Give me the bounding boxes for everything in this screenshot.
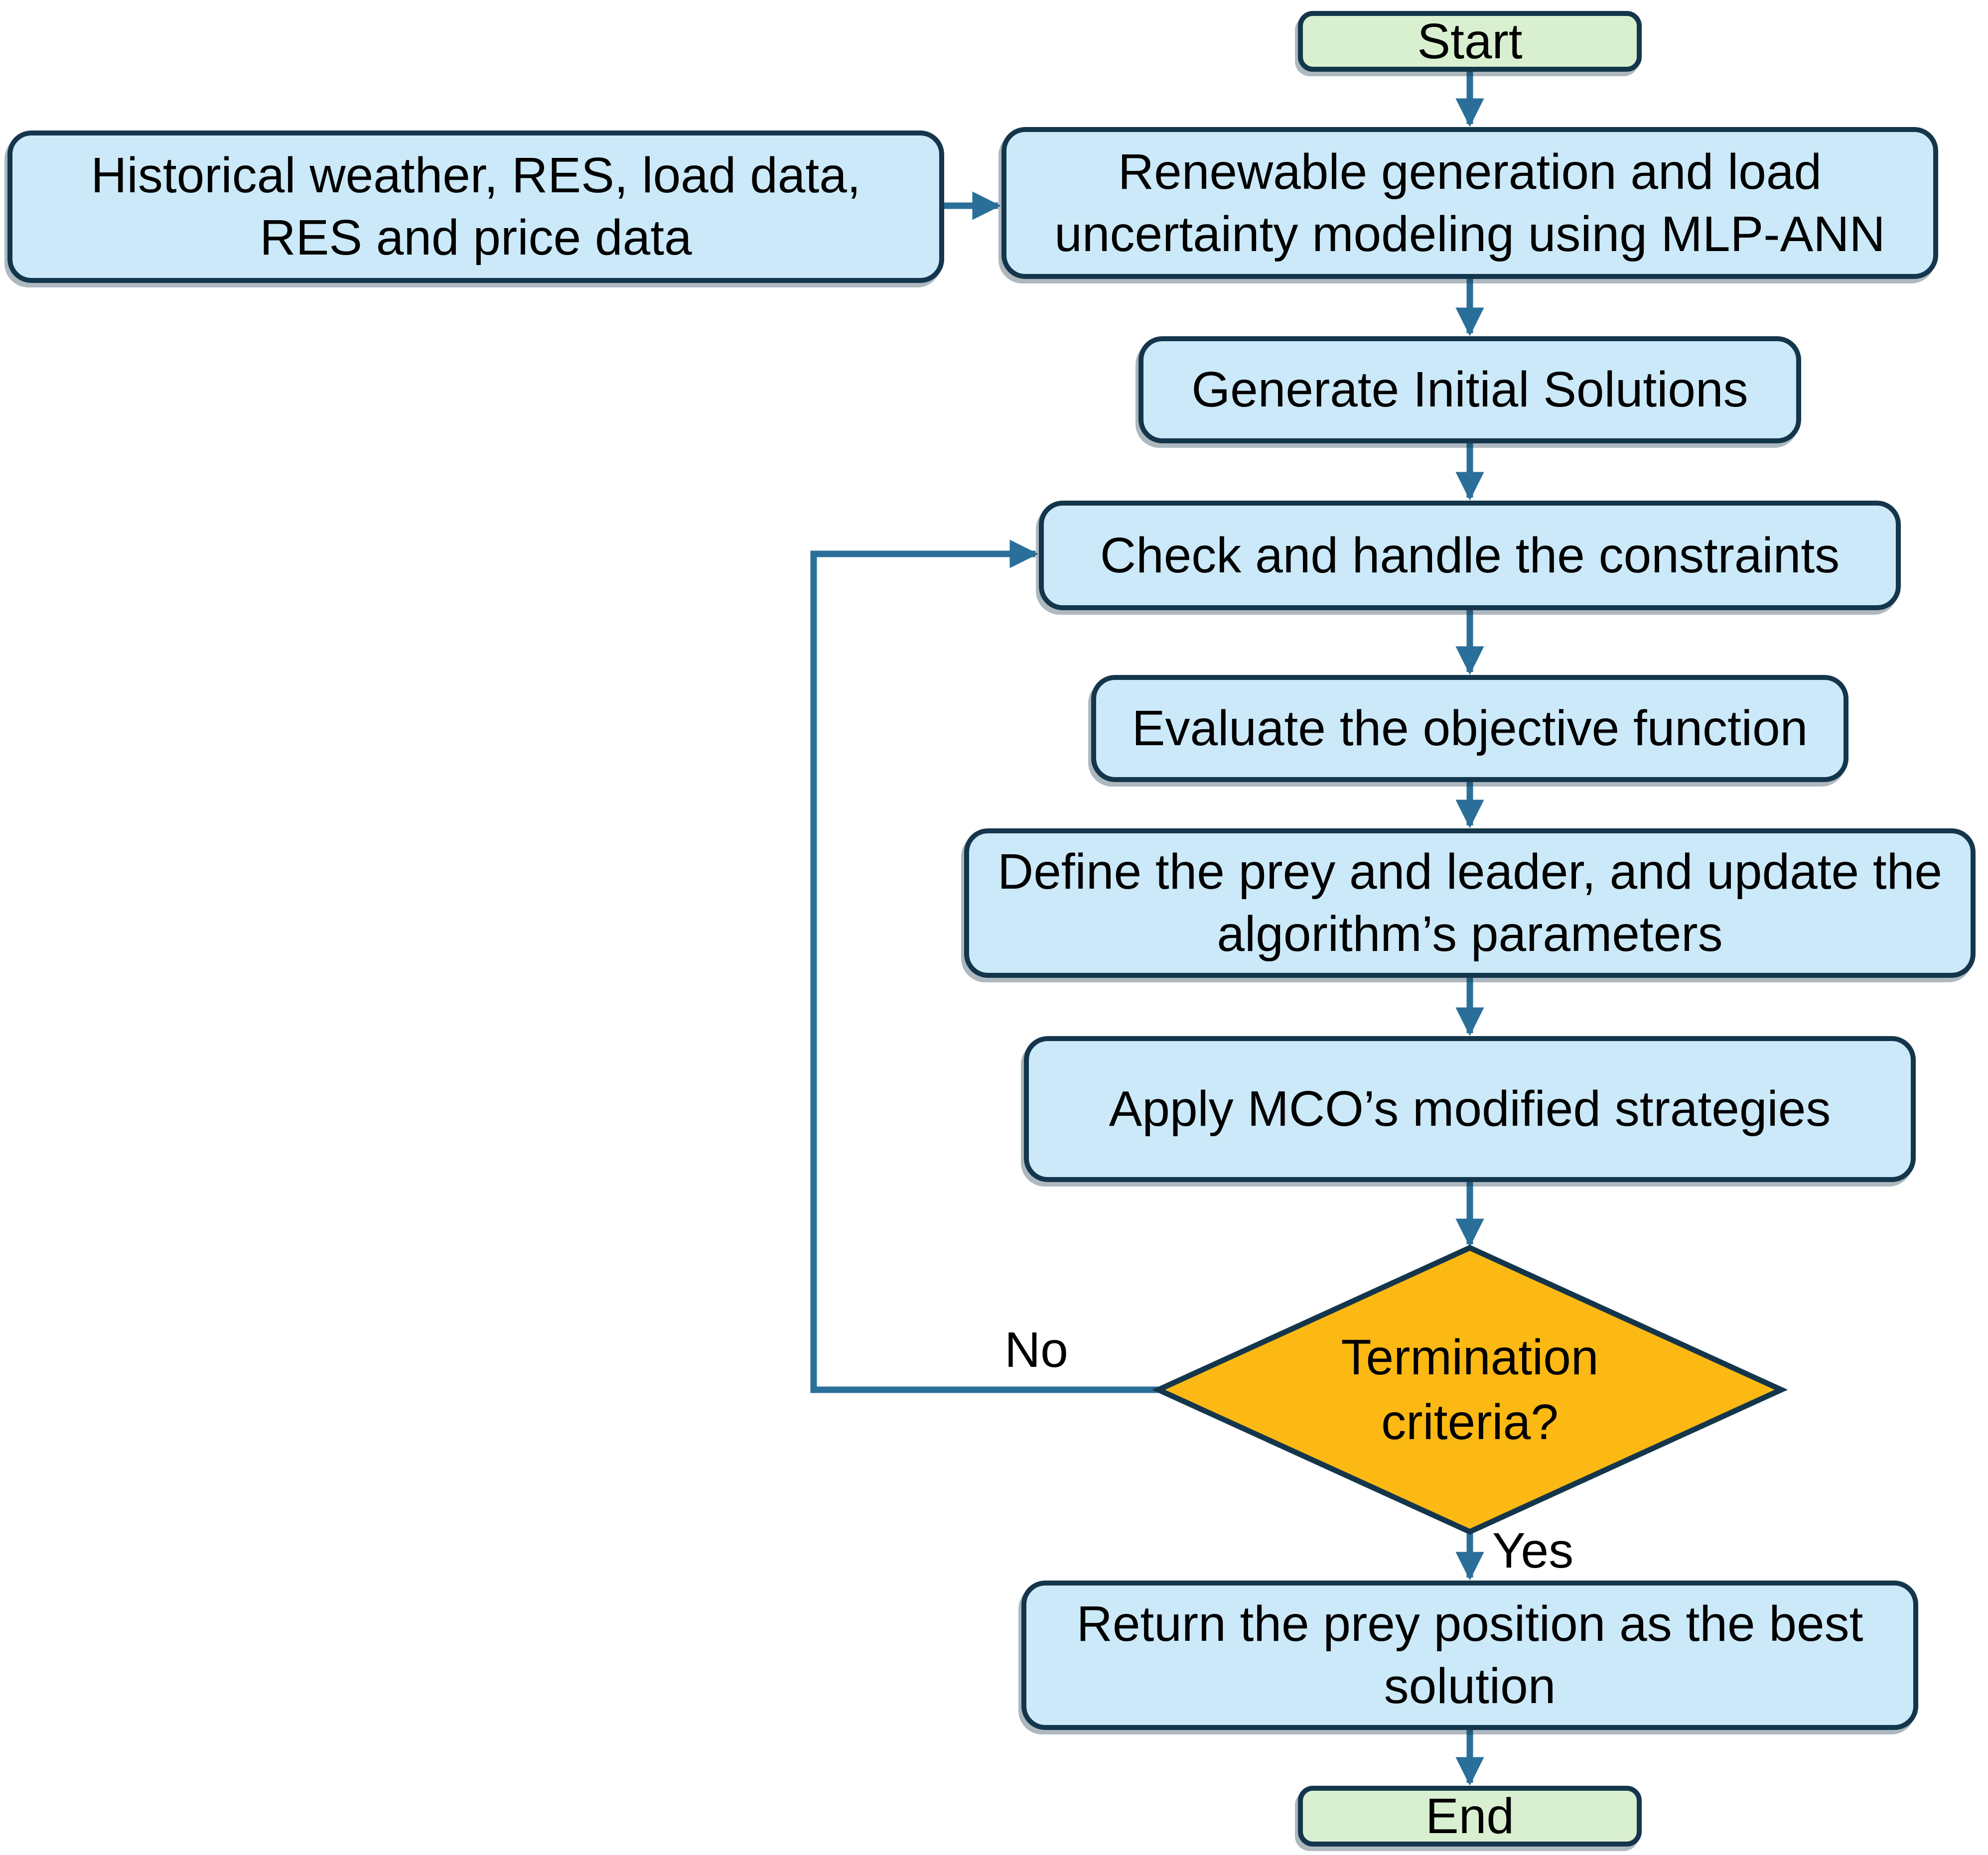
node-check-constraints: Check and handle the constraints — [1039, 501, 1901, 610]
node-end-label: End — [1425, 1788, 1514, 1844]
node-termination-criteria-label: Termination criteria? — [1341, 1329, 1599, 1450]
node-apply-mco-strategies-label: Apply MCO’s modified strategies — [1109, 1081, 1831, 1137]
arrow-termination-no-loop-to-check — [810, 539, 1158, 1393]
node-historical-data-label: Historical weather, RES, load data, RES … — [91, 147, 861, 265]
node-apply-mco-strategies: Apply MCO’s modified strategies — [1024, 1036, 1916, 1182]
node-define-prey-leader-label: Define the prey and leader, and update t… — [997, 844, 1942, 962]
edge-label-no: No — [1004, 1322, 1068, 1378]
node-evaluate-objective: Evaluate the objective function — [1091, 675, 1848, 782]
edge-label-yes: Yes — [1492, 1523, 1574, 1579]
decision-termination-shape — [1151, 1244, 1788, 1535]
node-end: End — [1298, 1786, 1642, 1847]
node-return-best-solution: Return the prey position as the best sol… — [1021, 1581, 1918, 1730]
node-evaluate-objective-label: Evaluate the objective function — [1132, 700, 1808, 756]
node-termination-criteria: Termination criteria? — [1221, 1300, 1719, 1479]
node-define-prey-leader: Define the prey and leader, and update t… — [964, 828, 1976, 978]
node-generate-initial-solutions-label: Generate Initial Solutions — [1191, 362, 1748, 417]
node-check-constraints-label: Check and handle the constraints — [1100, 527, 1840, 583]
node-return-best-solution-label: Return the prey position as the best sol… — [1076, 1596, 1863, 1714]
node-uncertainty-modeling: Renewable generation and load uncertaint… — [1001, 127, 1938, 279]
node-generate-initial-solutions: Generate Initial Solutions — [1138, 336, 1801, 443]
node-start: Start — [1298, 11, 1642, 72]
node-historical-data: Historical weather, RES, load data, RES … — [7, 131, 944, 283]
node-uncertainty-modeling-label: Renewable generation and load uncertaint… — [1054, 143, 1885, 262]
node-start-label: Start — [1417, 13, 1523, 69]
